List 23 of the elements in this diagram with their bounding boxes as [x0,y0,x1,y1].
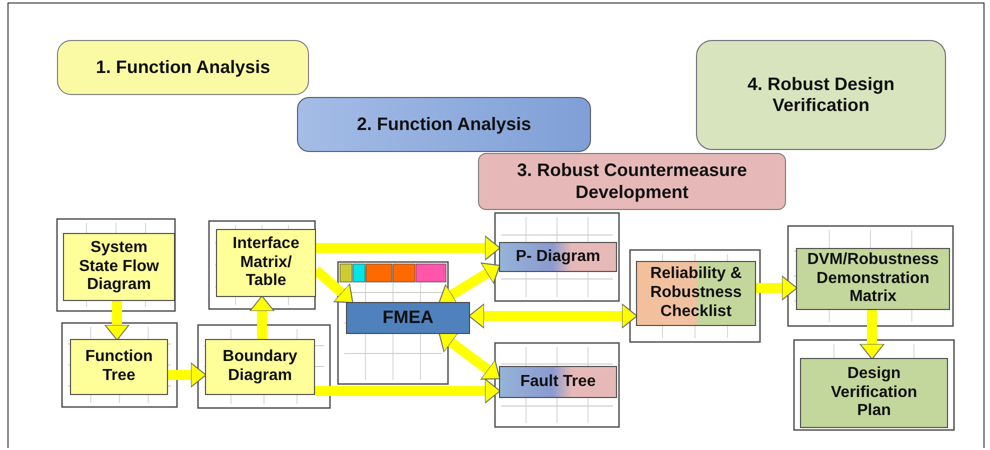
arrow [860,310,884,360]
tool-box: System State Flow Diagram [63,233,175,301]
tool-box: Interface Matrix/ Table [216,229,316,297]
tool-box: Design Verification Plan [800,358,948,428]
arrow [316,236,500,260]
arrow [250,296,274,339]
tool-box: Fault Tree [499,366,617,398]
phase-box: 1. Function Analysis [57,40,309,95]
arrow [168,362,206,388]
tool-box: FMEA [346,302,470,334]
arrow [104,301,130,340]
tool-box: Function Tree [70,339,168,395]
phase-box: 3. Robust Countermeasure Development [478,153,786,210]
arrow [438,332,500,380]
arrow [756,276,798,300]
tool-box: P- Diagram [499,242,617,272]
tool-box: DVM/Robustness Demonstration Matrix [796,248,950,310]
tool-box: Reliability & Robustness Checklist [636,261,756,326]
arrow [468,304,638,328]
phase-box: 4. Robust Design Verification [696,40,946,150]
phase-box: 2. Function Analysis [297,97,591,152]
tool-box: Boundary Diagram [205,339,315,395]
arrow [315,378,500,404]
